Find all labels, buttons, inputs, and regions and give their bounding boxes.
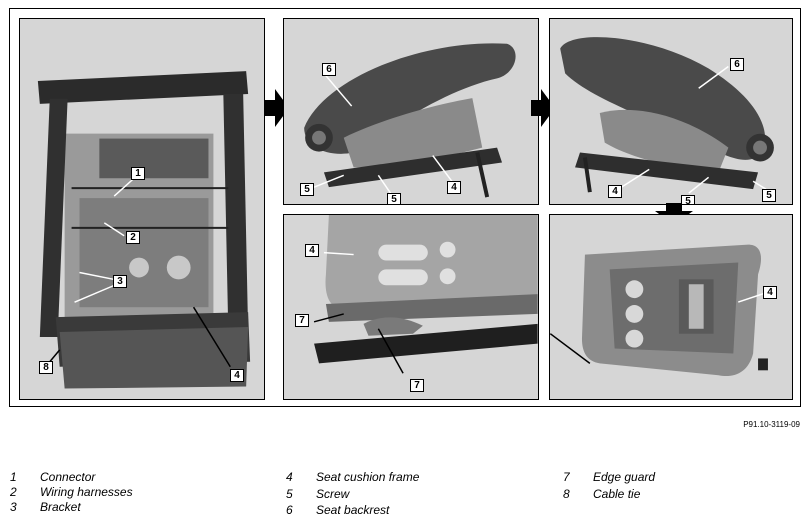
legend-num: 2: [10, 485, 17, 499]
legend-num: 3: [10, 500, 17, 514]
panel-cushion-frame-top: 4: [549, 214, 793, 400]
callout-6: 6: [322, 63, 336, 76]
callout-4: 4: [230, 369, 244, 382]
panel-seat-side-left: 6 5 5 4: [283, 18, 539, 205]
callout-4: 4: [305, 244, 319, 257]
callout-5b: 5: [762, 189, 776, 202]
cushion-frame-top-drawing: [550, 244, 769, 377]
legend-label: Bracket: [40, 500, 81, 514]
callout-4: 4: [447, 181, 461, 194]
panel-seat-side-right: 6 4 5 5: [549, 18, 793, 205]
legend-num: 5: [286, 487, 293, 501]
callout-8: 8: [39, 361, 53, 374]
seat-side-left-drawing: [304, 43, 516, 198]
cushion-frame-detail-drawing: [313, 215, 538, 374]
callout-3: 3: [113, 275, 127, 288]
legend-num: 1: [10, 470, 17, 484]
panel-cushion-frame-detail: 4 7 7: [283, 214, 539, 400]
legend-num: 7: [563, 470, 570, 484]
callout-1: 1: [131, 167, 145, 180]
callout-5a: 5: [681, 195, 695, 204]
legend-label: Wiring harnesses: [40, 485, 133, 499]
callout-7a: 7: [295, 314, 309, 327]
callout-2: 2: [126, 231, 140, 244]
callout-4: 4: [608, 185, 622, 198]
callout-5a: 5: [300, 183, 314, 196]
panel-seat-frame: 1 2 3 4 8: [19, 18, 265, 400]
figure-reference: P91.10-3119-09: [743, 420, 800, 429]
arrow-right-icon: [531, 89, 555, 127]
legend-num: 4: [286, 470, 293, 484]
legend-label: Connector: [40, 470, 96, 484]
legend-num: 6: [286, 503, 293, 517]
legend-label: Cable tie: [593, 487, 641, 501]
seat-side-right-drawing: [560, 37, 774, 194]
callout-7b: 7: [410, 379, 424, 392]
legend-label: Screw: [316, 487, 350, 501]
legend-num: 8: [563, 487, 570, 501]
arrow-right-icon: [265, 89, 289, 127]
legend-label: Seat backrest: [316, 503, 390, 517]
legend-label: Edge guard: [593, 470, 656, 484]
callout-4: 4: [763, 286, 777, 299]
callout-5b: 5: [387, 193, 401, 204]
callout-6: 6: [730, 58, 744, 71]
illustration-frame: 1 2 3 4 8 6 5 5 4: [9, 8, 801, 407]
seat-frame-drawing: [37, 71, 251, 389]
legend-label: Seat cushion frame: [316, 470, 420, 484]
